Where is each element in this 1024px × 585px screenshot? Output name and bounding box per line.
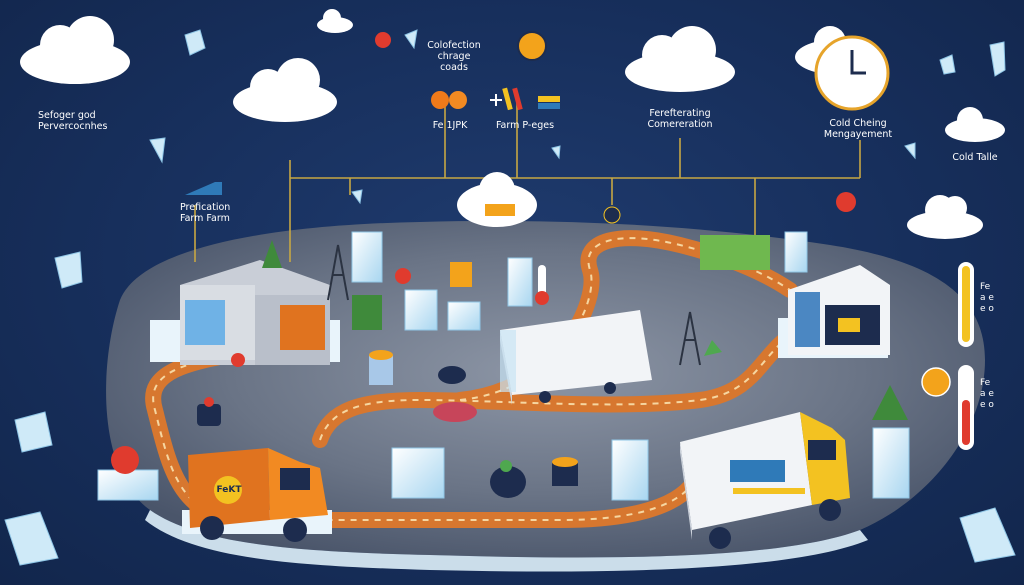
ice-crystal-icon — [4, 511, 59, 566]
thermometer-icon — [535, 265, 549, 305]
orange-icon — [431, 91, 467, 109]
plant-icon — [872, 385, 908, 420]
ice-block-icon — [404, 289, 438, 331]
chart-icon — [185, 182, 222, 195]
orange-slice-icon — [517, 31, 547, 61]
plant-icon — [262, 240, 282, 268]
cloud-icon — [457, 172, 537, 227]
basket-icon — [197, 397, 221, 426]
lettuce-icon — [700, 235, 770, 270]
meat-plate-icon — [433, 402, 477, 422]
label-farm: Prefication Farm Farm — [180, 202, 231, 224]
truck-logo: FeKT — [216, 485, 242, 495]
ice-crystal-icon — [959, 507, 1016, 563]
label-cold-table: Cold Talle — [952, 152, 998, 163]
signal-tower-icon — [327, 244, 701, 366]
thermometer-icon — [958, 365, 974, 450]
ice-edge — [145, 510, 868, 572]
truck-icon — [680, 412, 850, 549]
apple-icon — [836, 192, 856, 212]
cloud-icon — [317, 9, 353, 33]
ice-crystal-icon — [14, 411, 53, 453]
basket-icon — [450, 262, 472, 287]
apple-icon — [231, 353, 245, 367]
ice-block-icon — [872, 427, 910, 499]
lettuce-icon — [352, 295, 382, 330]
warehouse-icon — [150, 260, 340, 365]
ice-block-icon — [351, 231, 383, 283]
wifi-badge-icon — [603, 206, 621, 224]
ice-block-icon — [507, 257, 533, 307]
ice-block-icon — [784, 231, 808, 273]
cloud-icon — [625, 26, 735, 92]
label-refrigerating: Ferefterating Comereration — [647, 108, 713, 130]
scanner-icon — [485, 204, 515, 216]
clock-icon — [814, 35, 890, 111]
label-safety-procedures: Sefoger god Pervercocnhes — [38, 110, 108, 132]
ice-crystal-icon — [184, 29, 206, 56]
ice-crystal-icon — [551, 145, 561, 160]
connector-lines — [194, 98, 861, 262]
cloud-icon — [945, 107, 1005, 142]
apple-icon — [111, 446, 139, 474]
label-farm-pages: Farm P-eges — [495, 120, 555, 131]
ice-crystal-icon — [939, 54, 956, 75]
ice-crystal-icon — [351, 189, 363, 205]
cloud-icon — [907, 195, 983, 239]
ice-crystal-icon — [149, 137, 166, 164]
robot-icon — [438, 366, 466, 384]
apple-icon — [395, 268, 411, 284]
plant-icon — [704, 340, 722, 356]
truck-icon — [182, 448, 332, 542]
orange-slice-icon — [921, 367, 951, 397]
ice-block-icon — [447, 301, 481, 331]
basket-icon — [490, 460, 526, 498]
orange-slice-icon — [552, 457, 578, 486]
truck-icon — [500, 310, 652, 405]
ice-block-icon — [391, 447, 445, 499]
cold-storage-icon — [778, 265, 890, 358]
cloud-icon — [233, 58, 337, 122]
orange-slice-icon — [369, 350, 393, 385]
gauge-bottom-label: Fe a e e o — [980, 378, 994, 410]
gauge-top-label: Fe a e e o — [980, 282, 994, 314]
ice-block-icon — [97, 469, 159, 501]
label-cold-chain: Cold Cheing Mengayement — [823, 118, 893, 140]
books-icon — [490, 87, 560, 111]
cloud-icon — [20, 16, 130, 84]
thermometer-icon — [958, 262, 974, 347]
label-collection: Colofection chrage coads — [427, 40, 481, 73]
ice-crystal-icon — [989, 41, 1006, 77]
apple-icon — [375, 32, 391, 48]
ice-block-icon — [611, 439, 649, 501]
label-fruit: Fe 1JPK — [432, 120, 468, 131]
ice-crystal-icon — [904, 142, 916, 160]
ice-crystal-icon — [54, 251, 83, 289]
ice-crystal-icon — [404, 29, 418, 50]
